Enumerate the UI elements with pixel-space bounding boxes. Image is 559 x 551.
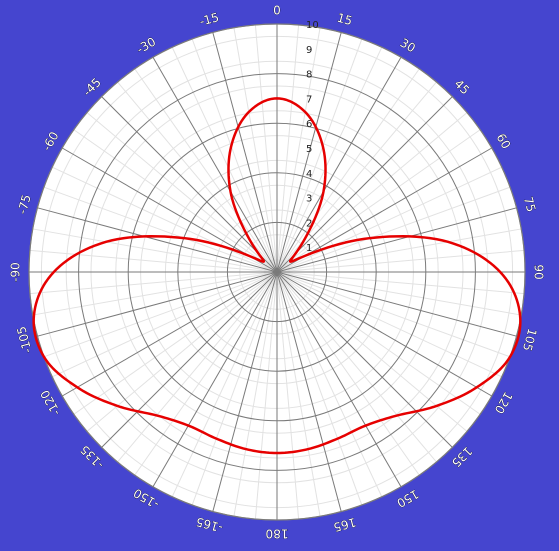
minor-grid-spoke xyxy=(276,271,481,415)
minor-grid-spoke xyxy=(191,38,278,273)
radial-tick-label: 4 xyxy=(306,169,312,180)
radial-tick-label: 9 xyxy=(306,45,312,56)
minor-grid-spoke xyxy=(254,24,278,273)
minor-grid-spoke xyxy=(276,271,468,432)
major-grid-spoke xyxy=(101,271,278,448)
angular-tick-label: 90 xyxy=(532,264,546,279)
minor-grid-spoke xyxy=(276,271,511,358)
radial-tick-label: 8 xyxy=(306,70,312,81)
minor-grid-spoke xyxy=(233,27,278,273)
minor-grid-spoke xyxy=(117,271,278,463)
minor-grid-spoke xyxy=(32,271,278,316)
radial-tick-label: 1 xyxy=(306,243,312,254)
minor-grid-spoke xyxy=(276,271,420,476)
major-grid-spoke xyxy=(152,56,278,273)
major-grid-spoke xyxy=(276,271,342,512)
angular-tick-label: 105 xyxy=(520,327,539,353)
major-grid-circle xyxy=(127,122,427,422)
minor-grid-spoke xyxy=(86,112,278,273)
minor-grid-spoke xyxy=(134,271,278,476)
major-grid-spoke xyxy=(276,271,453,448)
minor-grid-spoke xyxy=(276,271,321,517)
angular-tick-label: 75 xyxy=(521,195,538,213)
minor-grid-spoke xyxy=(276,271,502,378)
angular-tick-label: -75 xyxy=(15,193,34,216)
major-grid-spoke xyxy=(276,32,342,273)
major-grid-spoke xyxy=(61,147,278,273)
minor-grid-spoke xyxy=(276,271,300,520)
radial-tick-label: 2 xyxy=(306,218,312,229)
minor-grid-spoke xyxy=(32,228,278,273)
radial-tick-label: 10 xyxy=(306,20,319,31)
major-grid-spoke xyxy=(212,271,278,512)
minor-grid-spoke xyxy=(73,129,278,273)
minor-grid-spoke xyxy=(276,271,383,497)
minor-grid-spoke xyxy=(276,129,481,273)
minor-grid-spoke xyxy=(171,271,278,497)
minor-grid-spoke xyxy=(29,271,278,295)
major-grid-circle xyxy=(177,172,377,372)
angular-tick-label: -15 xyxy=(198,10,221,29)
minor-grid-spoke xyxy=(29,249,278,273)
radial-tick-label: 5 xyxy=(306,144,312,155)
minor-grid-spoke xyxy=(254,271,278,520)
minor-grid-spoke xyxy=(233,271,278,517)
minor-grid-spoke xyxy=(276,166,502,273)
minor-grid-spoke xyxy=(276,228,522,273)
minor-grid-spoke xyxy=(276,271,522,316)
major-grid-spoke xyxy=(212,32,278,273)
minor-grid-spoke xyxy=(276,271,525,295)
minor-grid-spoke xyxy=(276,271,437,463)
minor-grid-spoke xyxy=(276,249,525,273)
major-grid-circle xyxy=(78,73,476,471)
major-grid-spoke xyxy=(37,207,278,273)
angular-tick-label: 165 xyxy=(332,515,358,534)
radial-tick-label: 6 xyxy=(306,119,312,130)
angular-tick-label: 15 xyxy=(335,11,353,28)
minor-grid-spoke xyxy=(134,68,278,273)
minor-grid-spoke xyxy=(276,186,511,273)
minor-grid-spoke xyxy=(171,47,278,273)
minor-grid-spoke xyxy=(191,271,278,506)
minor-grid-spoke xyxy=(276,27,321,273)
outer-ring xyxy=(28,23,526,521)
minor-grid-spoke xyxy=(276,24,300,273)
major-grid-spoke xyxy=(276,56,402,273)
minor-grid-spoke xyxy=(43,186,278,273)
minor-grid-spoke xyxy=(276,271,363,506)
minor-grid-spoke xyxy=(276,68,420,273)
minor-grid-spoke xyxy=(86,271,278,432)
minor-grid-spoke xyxy=(276,112,468,273)
major-grid-circle xyxy=(226,221,328,323)
major-grid-spoke xyxy=(101,96,278,273)
angular-tick-label: 180 xyxy=(266,527,289,541)
major-grid-spoke xyxy=(276,271,517,337)
major-grid-spoke xyxy=(276,147,493,273)
minor-grid-spoke xyxy=(52,271,278,378)
angular-tick-label: -90 xyxy=(9,262,23,282)
minor-grid-spoke xyxy=(73,271,278,415)
major-grid-spoke xyxy=(276,96,453,273)
minor-grid-spoke xyxy=(52,166,278,273)
radial-tick-label: 7 xyxy=(306,94,312,105)
major-grid-spoke xyxy=(61,271,278,397)
minor-grid-spoke xyxy=(43,271,278,358)
major-grid-spoke xyxy=(276,271,493,397)
radial-tick-label: 3 xyxy=(306,194,312,205)
major-grid-spoke xyxy=(276,207,517,273)
major-grid-spoke xyxy=(37,271,278,337)
major-grid-spoke xyxy=(276,271,402,488)
major-grid-spoke xyxy=(152,271,278,488)
minor-grid-spoke xyxy=(276,38,363,273)
minor-grid-spoke xyxy=(276,47,383,273)
angular-tick-label: 0 xyxy=(273,4,281,18)
